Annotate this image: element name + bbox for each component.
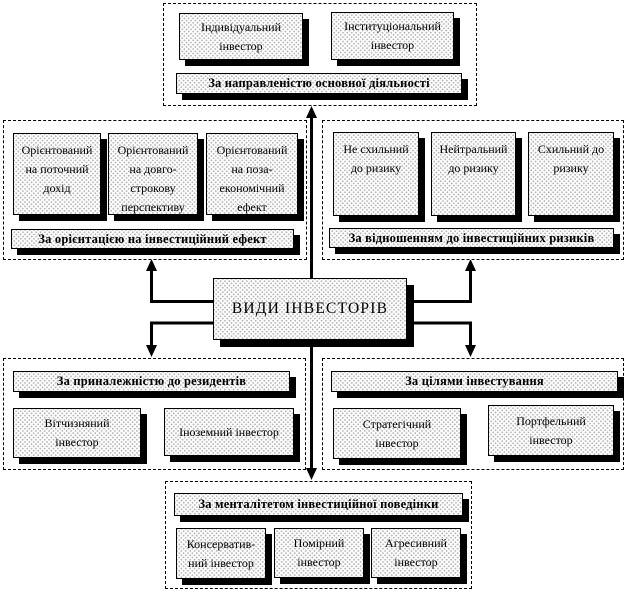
connector-left-down-arrow: [146, 321, 214, 357]
section-mentality-title: За менталітетом інвестиційної поведінки: [174, 493, 463, 516]
box-portfolio-investor: Портфельний інвестор: [488, 405, 614, 456]
connector-down-arrow: [306, 344, 317, 480]
section-title-label: За менталітетом інвестиційної поведінки: [198, 497, 439, 511]
box-label: Нейтральний до ризику: [439, 142, 508, 175]
section-risk: Не схильний до ризику Нейтральний до риз…: [322, 120, 624, 260]
box-label: Стратегічний інвестор: [362, 416, 432, 450]
box-moderate-investor: Помірний інвестор: [274, 528, 364, 578]
section-orientation: Орієнтований на поточний дохід Орієнтова…: [3, 120, 307, 260]
box-risk-averse: Не схильний до ризику: [333, 132, 419, 216]
section-title-label: За направленістю основної діяльності: [208, 76, 430, 90]
center-title-label: ВИДИ ІНВЕСТОРІВ: [231, 300, 389, 317]
box-label: Інституціональний інвестор: [344, 19, 441, 52]
box-label: Орієнтований на поза-економічний ефект: [216, 143, 288, 214]
box-strategic-investor: Стратегічний інвестор: [333, 408, 461, 459]
box-label: Орієнтований на довго-строкову перспекти…: [117, 143, 189, 214]
box-label: Вітчизняний інвестор: [44, 416, 110, 449]
box-label: Помірний інвестор: [293, 536, 345, 569]
section-goals: За цілями інвестування Стратегічний інве…: [322, 358, 624, 470]
box-aggressive-investor: Агресивний інвестор: [371, 528, 461, 578]
section-risk-title: За відношенням до інвестиційних ризиків: [329, 228, 614, 248]
connector-left-up-arrow: [146, 259, 214, 303]
box-foreign-investor: Іноземний інвестор: [164, 408, 294, 456]
box-individual-investor: Індивідуальний інвестор: [179, 13, 303, 60]
section-residency: За приналежністю до резидентів Вітчизнян…: [3, 358, 306, 470]
box-label: Індивідуальний інвестор: [200, 19, 282, 53]
box-label: Консерватив-ний інвестор: [186, 536, 256, 570]
section-mentality: За менталітетом інвестиційної поведінки …: [165, 481, 472, 589]
box-label: Портфельний інвестор: [516, 413, 586, 447]
connector-up-arrow: [306, 106, 317, 280]
section-direction: Індивідуальний інвестор Інституціональни…: [163, 3, 477, 106]
section-title-label: За цілями інвестування: [405, 374, 544, 388]
box-long-term-perspective: Орієнтований на довго-строкову перспекти…: [108, 133, 198, 215]
section-direction-title: За направленістю основної діяльності: [176, 73, 462, 94]
section-goals-title: За цілями інвестування: [331, 371, 618, 392]
box-institutional-investor: Інституціональний інвестор: [331, 12, 454, 60]
connector-right-down-arrow: [406, 321, 476, 357]
box-label: Орієнтований на поточний дохід: [21, 143, 93, 195]
box-non-economic-effect: Орієнтований на поза-економічний ефект: [206, 133, 298, 215]
box-risk-neutral: Нейтральний до ризику: [431, 132, 516, 216]
box-current-income: Орієнтований на поточний дохід: [13, 133, 101, 215]
box-label: Іноземний інвестор: [179, 424, 279, 439]
section-orientation-title: За орієнтацією на інвестиційний ефект: [11, 229, 294, 249]
section-title-label: За орієнтацією на інвестиційний ефект: [38, 231, 267, 246]
section-residency-title: За приналежністю до резидентів: [13, 371, 290, 392]
box-risk-seeking: Схильний до ризику: [528, 132, 614, 216]
section-title-label: За відношенням до інвестиційних ризиків: [348, 230, 595, 245]
box-label: Схильний до ризику: [537, 142, 605, 175]
box-domestic-investor: Вітчизняний інвестор: [13, 408, 141, 458]
box-label: Не схильний до ризику: [343, 142, 409, 175]
section-title-label: За приналежністю до резидентів: [56, 374, 247, 388]
box-conservative-investor: Консерватив-ний інвестор: [176, 528, 266, 579]
center-title-box: ВИДИ ІНВЕСТОРІВ: [213, 278, 407, 340]
box-label: Агресивний інвестор: [385, 536, 447, 569]
connector-right-up-arrow: [406, 259, 476, 303]
